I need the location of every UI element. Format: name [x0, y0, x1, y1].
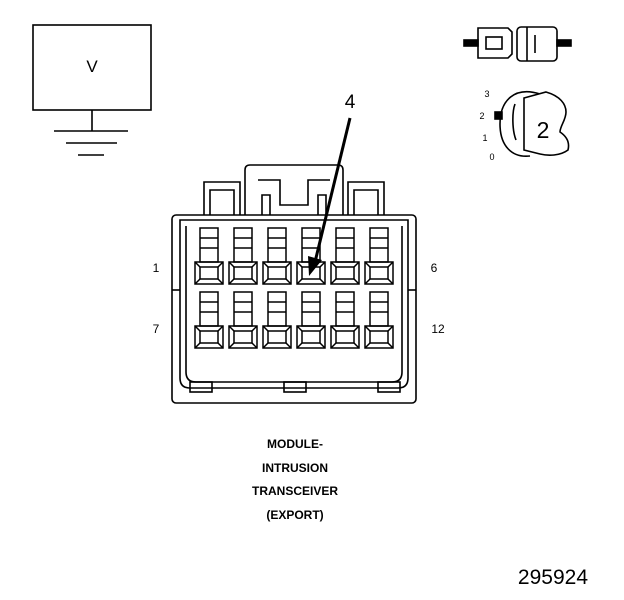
- caption-line-1: MODULE-: [267, 437, 323, 451]
- cavity-2: [228, 227, 258, 285]
- cavity-11: [330, 291, 360, 349]
- probe-setting: 2: [537, 117, 550, 143]
- cavity-10: [296, 291, 326, 349]
- probe-scale-0: 0: [489, 152, 494, 162]
- cavity-7: [194, 291, 224, 349]
- pin-label-1: 1: [153, 261, 160, 275]
- probe-adapter-icon: [494, 90, 570, 157]
- terminal-probe-icon: [463, 26, 572, 62]
- callout-arrow: [308, 117, 352, 276]
- probe-scale-2: 2: [479, 111, 484, 121]
- cavity-1: [194, 227, 224, 285]
- cavity-12: [364, 291, 394, 349]
- cavity-8: [228, 291, 258, 349]
- cavity-3: [262, 227, 292, 285]
- connector-cavities: [194, 227, 394, 349]
- callout-number: 4: [345, 92, 356, 113]
- connector-caption: MODULE- INTRUSION TRANSCEIVER (EXPORT): [195, 433, 395, 527]
- caption-line-3: TRANSCEIVER: [251, 484, 338, 498]
- cavity-6: [364, 227, 394, 285]
- caption-line-4: (EXPORT): [266, 507, 324, 522]
- pin-label-7: 7: [153, 322, 160, 336]
- caption-line-2: INTRUSION: [262, 460, 328, 475]
- probe-scale-1: 1: [482, 133, 487, 143]
- pin-label-12: 12: [431, 322, 445, 336]
- connector-housing: [171, 214, 417, 404]
- cavity-9: [262, 291, 292, 349]
- voltmeter-symbol: [32, 24, 152, 156]
- connector-body: [171, 164, 417, 404]
- probe-scale-3: 3: [484, 89, 489, 99]
- voltmeter-label: V: [86, 57, 98, 76]
- figure-number: 295924: [517, 566, 588, 589]
- cavity-5: [330, 227, 360, 285]
- pin-label-6: 6: [431, 261, 438, 275]
